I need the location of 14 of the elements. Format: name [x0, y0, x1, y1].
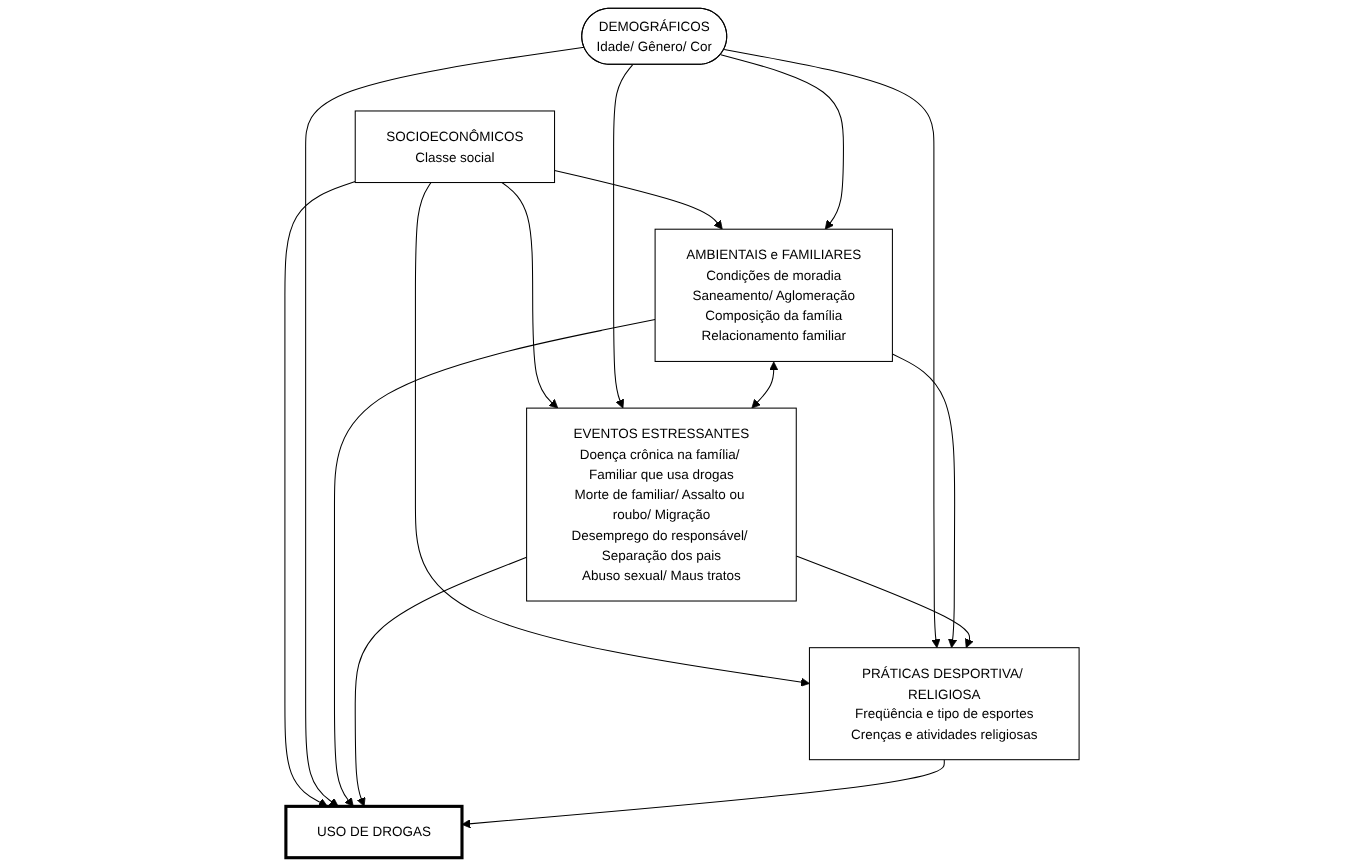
arrow — [751, 361, 779, 409]
arrow — [305, 46, 585, 807]
arrow — [723, 49, 941, 649]
arrow — [284, 180, 356, 807]
arrow — [354, 556, 528, 807]
arrow — [613, 64, 634, 409]
arrow — [461, 759, 945, 829]
arrow — [795, 555, 974, 649]
arrow — [720, 54, 844, 230]
arrow — [333, 318, 656, 807]
arrow — [554, 169, 723, 230]
arrow — [414, 182, 810, 687]
arrow — [501, 182, 559, 409]
arrow — [891, 353, 958, 649]
